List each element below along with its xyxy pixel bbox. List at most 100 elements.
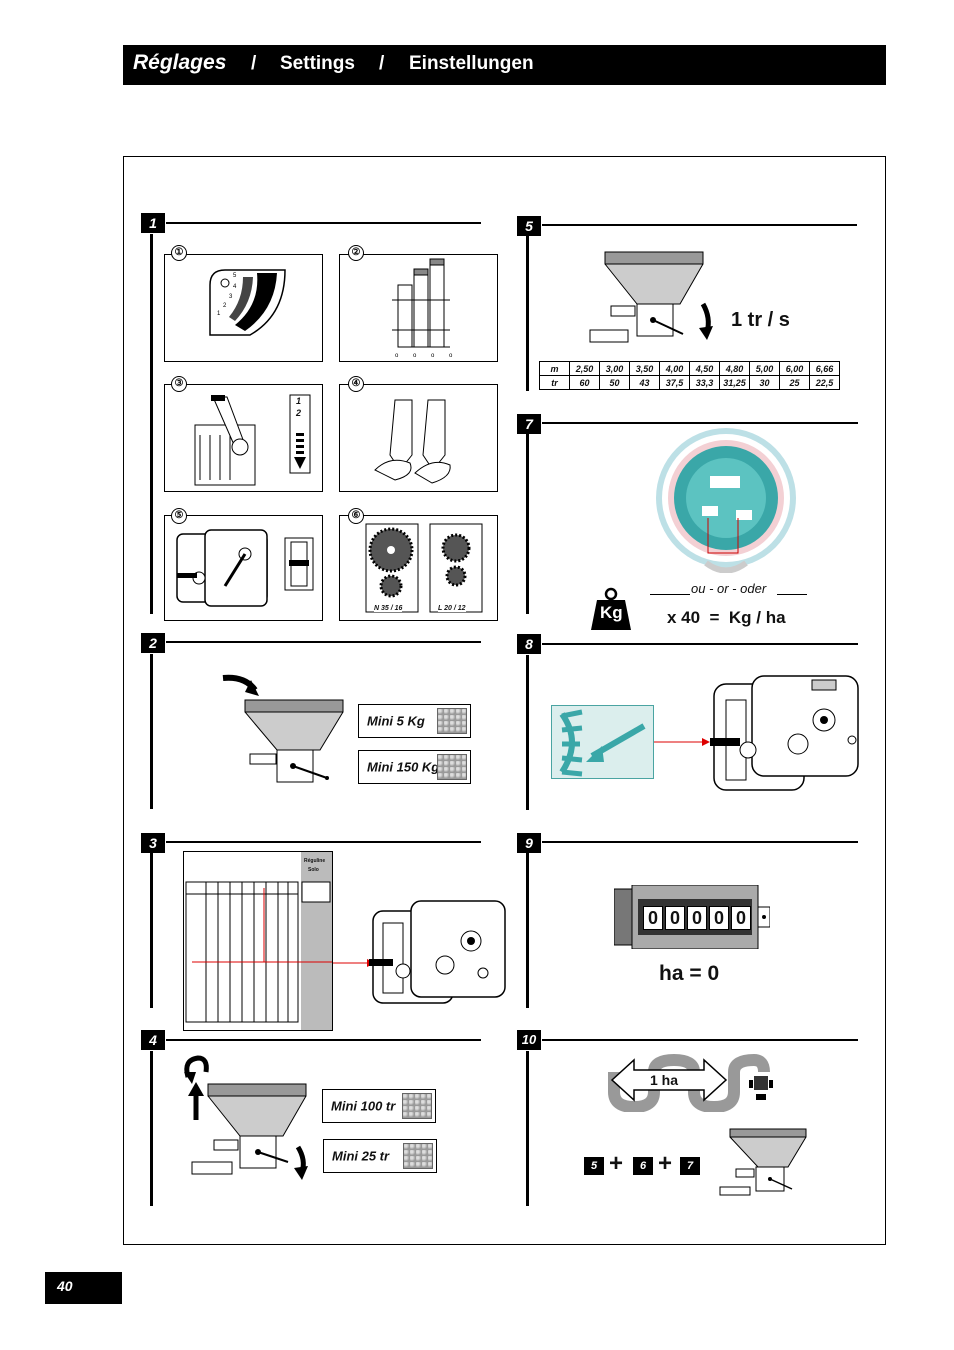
turn-rate: 1 tr / s: [731, 309, 790, 331]
seed-texture: [437, 754, 467, 780]
table-cell: 43: [629, 375, 660, 390]
gearbox-illustration: [654, 675, 859, 791]
header-separator: /: [379, 53, 385, 74]
svg-text:4: 4: [233, 284, 237, 290]
min-quantity-label: Mini 5 Kg: [367, 713, 425, 729]
table-header-cell: m: [539, 361, 570, 376]
header-title-fr: Réglages: [133, 51, 227, 74]
panel-gearbox: [164, 515, 323, 621]
table-cell: 3,50: [629, 361, 660, 376]
seed-texture: [403, 1143, 433, 1169]
page-header: Réglages / Settings / Einstellungen: [123, 45, 886, 85]
table-cell: 30: [749, 375, 780, 390]
gearbox-illustration: [176, 529, 314, 607]
weight-label: Kg: [600, 603, 623, 622]
seed-texture: [402, 1093, 432, 1119]
step-bar: [526, 655, 529, 810]
counter-digit: 0: [687, 906, 707, 930]
svg-text:2: 2: [223, 303, 227, 309]
min-turns-label: Mini 25 tr: [332, 1148, 390, 1164]
calculator-disc: [656, 428, 796, 573]
chart-title: Réguline: [304, 858, 326, 864]
formula-text: x 40 = Kg / ha: [667, 608, 786, 627]
min-quantity-box: Mini 150 Kg: [358, 750, 471, 784]
counter-digit: 0: [731, 906, 751, 930]
panel-gears: N 35 / 16 L 20 / 12: [339, 515, 498, 621]
table-cell: 4,50: [689, 361, 720, 376]
hopper-illustration: [222, 674, 344, 783]
panel-hands-levers: [339, 384, 498, 492]
hopper-illustration: [184, 1055, 308, 1180]
table-row: m 2,50 3,00 3,50 4,00 4,50 4,80 5,00 6,0…: [539, 361, 840, 376]
panel-adjust-lever: 1 2: [164, 384, 323, 492]
page-number: 40: [45, 1272, 122, 1304]
counter-reset-text: ha = 0: [659, 962, 720, 985]
table-cell: 50: [599, 375, 630, 390]
step-rule: [166, 1039, 481, 1041]
step-rule: [542, 841, 858, 843]
step-bar: [526, 434, 529, 614]
step-number: 8: [517, 634, 541, 654]
panel-number: ④: [348, 376, 364, 392]
step-number: 7: [517, 414, 541, 434]
chart-illustration: [185, 852, 364, 1030]
counter-digit: 0: [665, 906, 685, 930]
content-frame: [123, 156, 886, 1245]
counter-digit: 0: [709, 906, 729, 930]
step-bar: [150, 853, 153, 1008]
counter-digit: 0: [643, 906, 663, 930]
table-cell: 6,66: [809, 361, 840, 376]
table-row: tr 60 50 43 37,5 33,3 31,25 30 25 22,5: [539, 375, 840, 390]
chart-subtitle: Solo: [308, 867, 319, 873]
weight-icon: Kg: [589, 586, 634, 631]
table-cell: 2,50: [569, 361, 600, 376]
panel-number: ⑥: [348, 508, 364, 524]
pointer-illustration: [559, 709, 646, 777]
step-bar: [150, 1051, 153, 1206]
step-bar: [150, 654, 153, 809]
min-turns-box: Mini 100 tr: [322, 1089, 436, 1123]
svg-text:3: 3: [229, 294, 233, 300]
seeding-chart: Réguline Solo: [183, 851, 364, 1031]
table-cell: 31,25: [719, 375, 750, 390]
step-ref: 6: [633, 1157, 653, 1175]
divider: [650, 594, 690, 595]
step-bar: [150, 234, 153, 614]
gears-illustration: [365, 523, 483, 613]
step-number: 9: [517, 833, 541, 853]
header-title-en: Settings: [280, 53, 355, 74]
step-ref: 5: [584, 1157, 604, 1175]
table-header-cell: tr: [539, 375, 570, 390]
step-number: 3: [141, 833, 165, 853]
plus-sign: +: [609, 1150, 624, 1177]
step-number: 5: [517, 216, 541, 236]
step-rule: [542, 1039, 858, 1041]
step-bar: [526, 853, 529, 1008]
step-number: 1: [141, 213, 165, 233]
header-title-de: Einstellungen: [409, 53, 534, 74]
table-cell: 6,00: [779, 361, 810, 376]
divider: [777, 594, 807, 595]
table-cell: 4,00: [659, 361, 690, 376]
width-turns-table: m 2,50 3,00 3,50 4,00 4,50 4,80 5,00 6,0…: [539, 361, 840, 390]
svg-text:o: o: [413, 353, 417, 359]
step-rule: [542, 422, 858, 424]
table-cell: 22,5: [809, 375, 840, 390]
hopper-illustration: [589, 251, 713, 343]
table-cell: 4,80: [719, 361, 750, 376]
svg-text:5: 5: [233, 273, 237, 279]
scale-number: 2: [296, 408, 302, 418]
step-rule: [166, 841, 481, 843]
step-number: 4: [141, 1030, 165, 1050]
hands-illustration: [374, 399, 451, 484]
min-quantity-box: Mini 5 Kg: [358, 704, 471, 738]
area-label: 1 ha: [650, 1072, 679, 1088]
step-number: 2: [141, 633, 165, 653]
or-label: ou - or - oder: [691, 581, 767, 596]
field-path-illustration: [608, 1053, 773, 1112]
scale-number: 1: [296, 396, 302, 406]
table-cell: 33,3: [689, 375, 720, 390]
zoom-detail: [551, 705, 654, 779]
